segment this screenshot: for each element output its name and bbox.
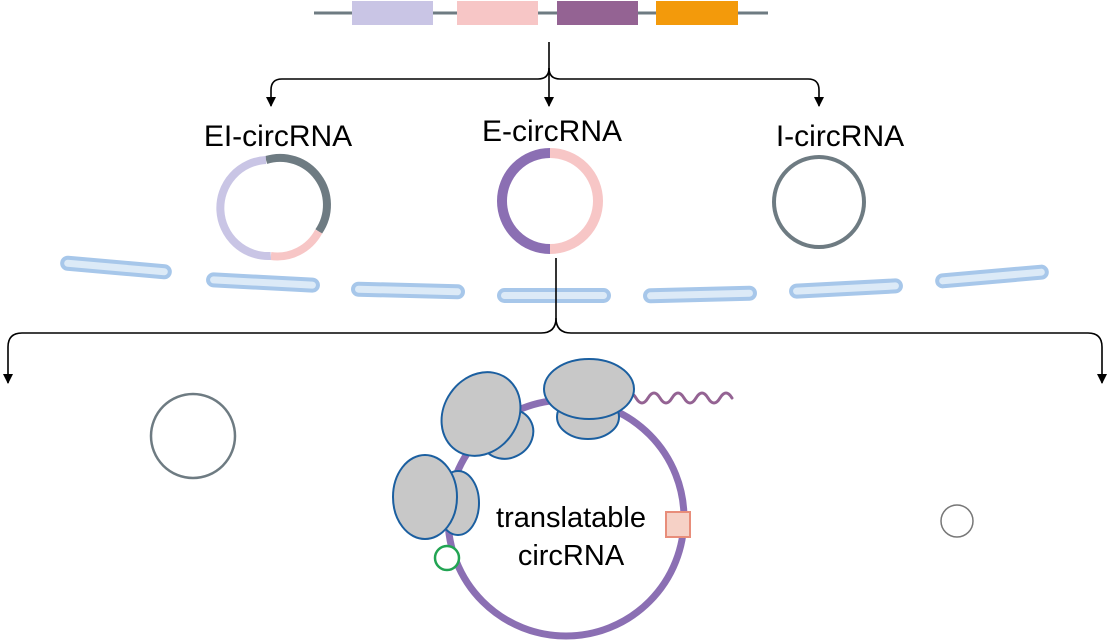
- ei-pink-exon-arc: [270, 229, 323, 261]
- exon-2: [457, 1, 538, 25]
- membrane-segment: [643, 285, 757, 304]
- translatable-label-line2: circRNA: [518, 540, 625, 572]
- arrow-to-ei-circrna: [266, 67, 550, 107]
- ires-marker: [433, 544, 461, 572]
- ribosome-large-subunit: [392, 454, 458, 540]
- right-small-circrna: [940, 504, 974, 538]
- ribosome-large-subunit: [543, 358, 635, 420]
- membrane-segment: [351, 281, 465, 300]
- arrow-to-i-circrna: [548, 67, 824, 107]
- exon-3: [557, 1, 638, 25]
- membrane-segment: [789, 278, 903, 299]
- membrane-segment: [497, 288, 611, 303]
- membrane-segment: [206, 272, 320, 293]
- ei-lavender-exon-arc: [216, 156, 271, 261]
- ribosome-left: [392, 454, 480, 540]
- i-circrna-ring: [772, 155, 866, 249]
- nuclear-membrane: [60, 255, 1049, 304]
- nascent-peptide: [622, 391, 734, 405]
- ribosome-large-subunit: [440, 371, 522, 457]
- pre-mrna-gene: [314, 1, 768, 25]
- membrane-segment: [935, 264, 1049, 289]
- exon-4: [656, 1, 738, 25]
- e-purple-exon-arc: [497, 148, 551, 254]
- e-circrna-ring: [497, 148, 603, 254]
- arrow-to-left-circrna: [3, 317, 557, 384]
- i-circrna-label: I-circRNA: [776, 120, 904, 153]
- translatable-circrna: translatable circRNA: [392, 358, 734, 640]
- ei-circrna-label: EI-circRNA: [204, 120, 352, 153]
- export-arrows: [3, 258, 1107, 384]
- ribosome-upper-left: [440, 371, 535, 460]
- translatable-label-line1: translatable: [496, 502, 646, 534]
- ei-intron-arc: [264, 153, 331, 234]
- ribosome-top: [543, 358, 635, 440]
- e-circrna-label: E-circRNA: [482, 115, 622, 148]
- modification-marker: [665, 511, 691, 538]
- exon-1: [352, 1, 433, 25]
- left-circrna: [149, 392, 237, 480]
- arrow-to-right-circrna: [555, 317, 1107, 384]
- ei-circrna-ring: [216, 153, 331, 261]
- e-pink-exon-arc: [549, 148, 603, 254]
- membrane-segment: [60, 255, 172, 280]
- biogenesis-arrows: [266, 42, 824, 107]
